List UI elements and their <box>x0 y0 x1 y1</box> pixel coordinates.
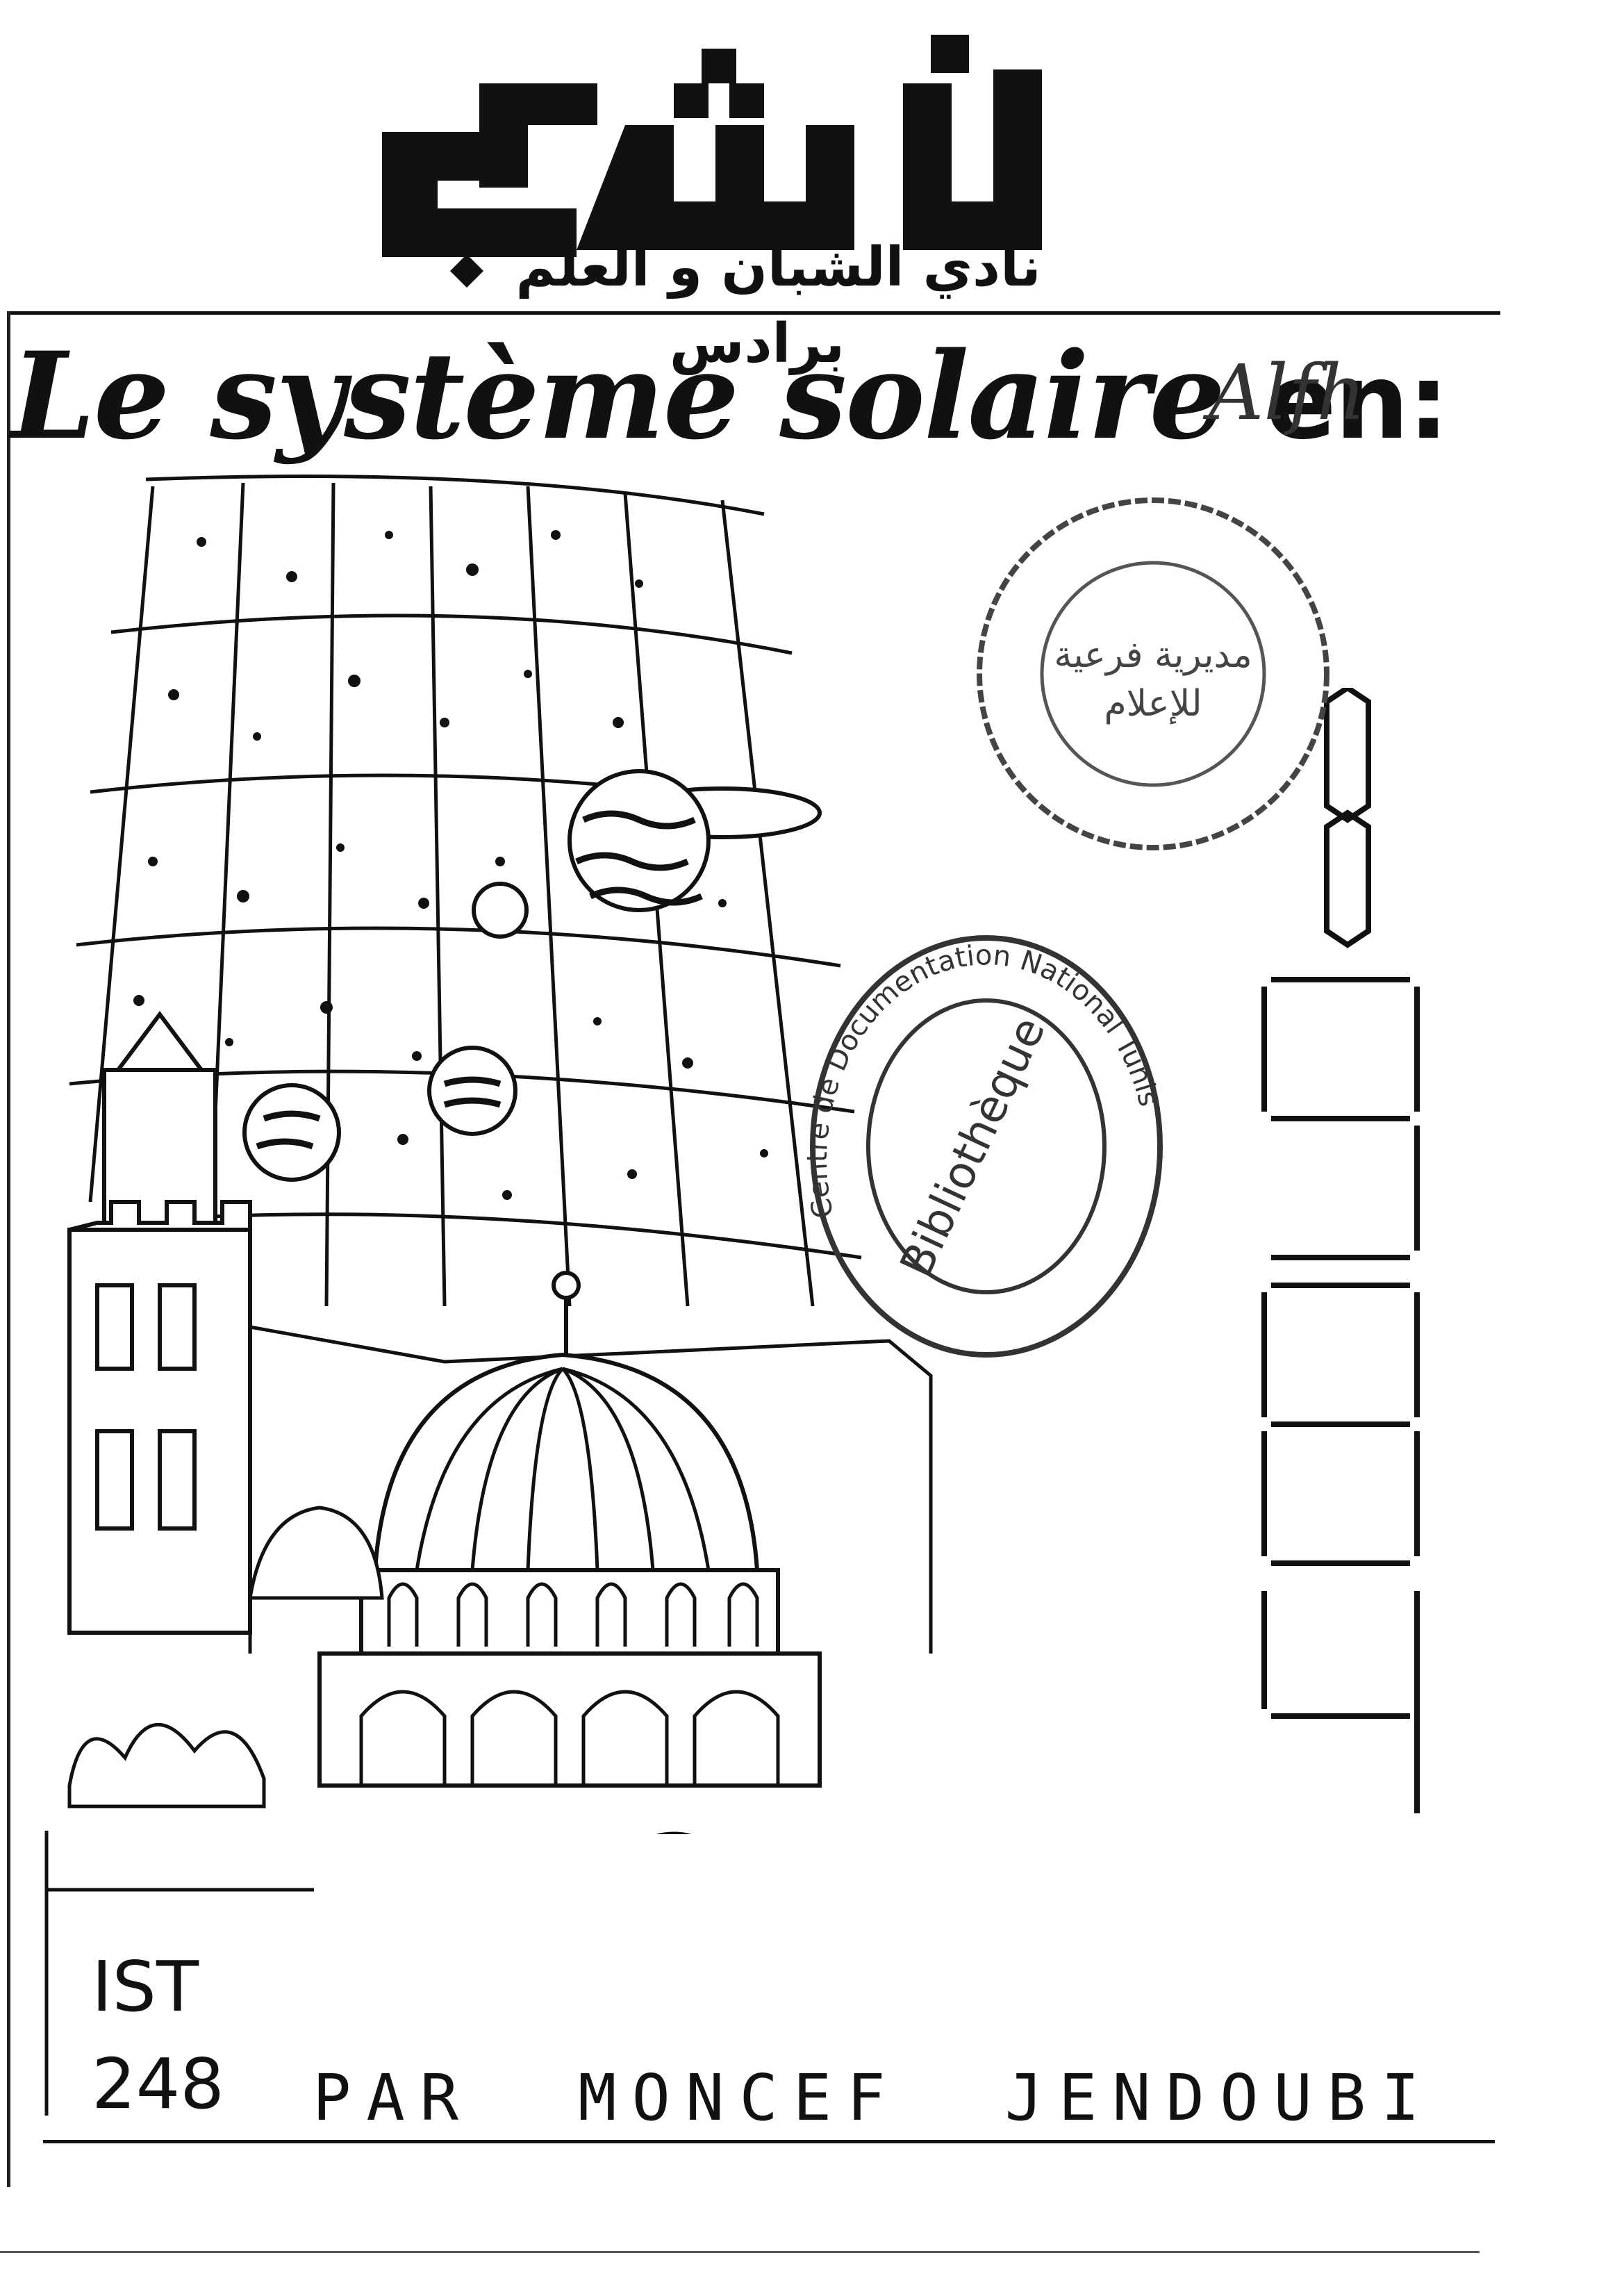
stamp2-inner-text: Bibliothèque <box>890 1009 1055 1285</box>
stamp1-line2: للإعلام <box>1104 683 1202 725</box>
bottom-rule <box>43 2140 1495 2143</box>
catalog-label: IST 248 <box>43 1827 321 2125</box>
catalog-code: IST <box>92 1946 199 2027</box>
club-name: نادي الشبان و العلم برادس <box>445 229 1070 375</box>
author-line: PAR MONCEF JENDOUBI <box>313 2057 1480 2140</box>
handwritten-note: Alfh <box>1209 348 1366 437</box>
top-rule <box>7 311 1500 315</box>
catalog-number: 248 <box>92 2043 224 2125</box>
library-stamp-bibliotheque: Centre de Documentation National Tunis B… <box>802 935 1165 1358</box>
club-name-city: برادس <box>669 313 845 375</box>
author-par: PAR <box>313 2061 474 2135</box>
stamp1-line1: مديرية فرعية <box>1054 634 1252 676</box>
page-title: Le système solaire en: <box>11 325 1450 472</box>
title-word-systeme: système <box>210 325 739 466</box>
title-word-le: Le <box>11 325 169 466</box>
author-first-name: MONCEF <box>578 2061 901 2135</box>
footer-rule <box>0 2251 1480 2253</box>
left-frame-line <box>7 311 10 2187</box>
year-1984-graphic <box>1261 688 1420 1813</box>
library-stamp-arabic: مديرية فرعية للإعلام <box>977 497 1329 850</box>
catalog-label-frame <box>44 1831 314 2116</box>
title-word-en: en: <box>1266 342 1450 463</box>
diamond-icon <box>450 254 484 288</box>
club-name-main: نادي الشبان و العلم <box>515 236 1041 299</box>
title-word-solaire: solaire <box>779 325 1225 466</box>
club-logo <box>382 35 1042 257</box>
author-last-name: JENDOUBI <box>1004 2061 1435 2135</box>
solar-system-mosque-illustration <box>67 475 933 1834</box>
